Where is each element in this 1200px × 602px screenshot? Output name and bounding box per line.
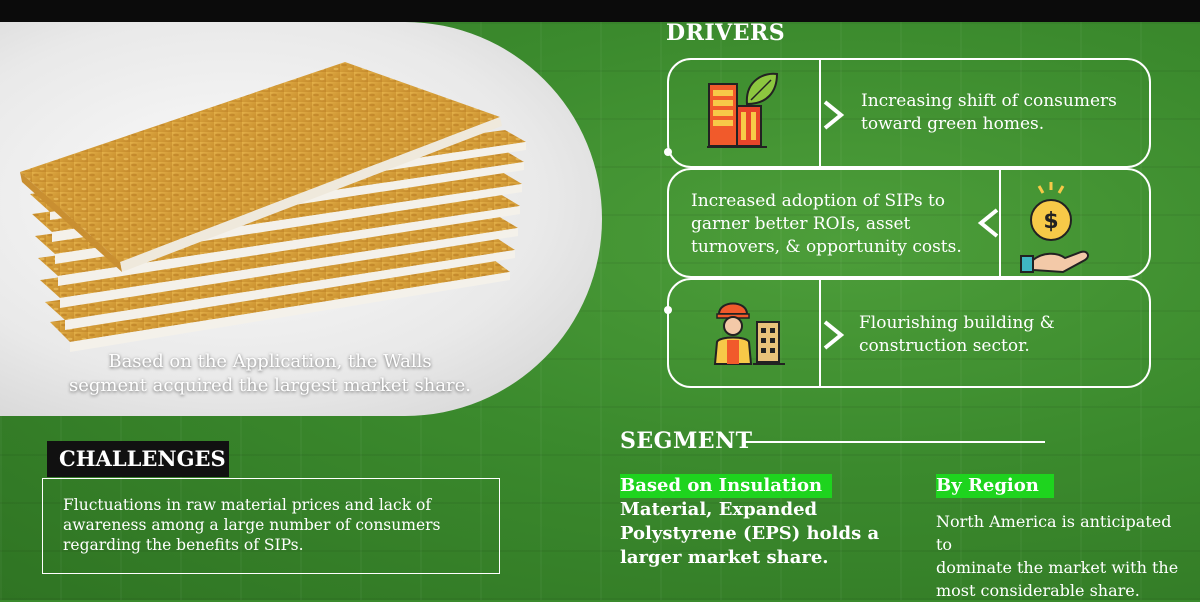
caption-line: segment acquired the largest market shar… bbox=[69, 375, 471, 396]
driver-card-construction: Flourishing building & construction sect… bbox=[664, 278, 1151, 388]
driver-text-line: garner better ROIs, asset bbox=[691, 214, 911, 234]
driver-divider bbox=[999, 170, 1001, 276]
driver-card-sip-adoption: Increased adoption of SIPs to garner bet… bbox=[667, 168, 1151, 278]
highlight-bar bbox=[936, 474, 1054, 498]
top-bar bbox=[0, 0, 1200, 22]
segment-insulation-line: Based on Insulation bbox=[620, 475, 823, 496]
driver-text-line: construction sector. bbox=[859, 336, 1030, 356]
driver-text-line: turnovers, & opportunity costs. bbox=[691, 237, 962, 257]
driver-text: Increasing shift of consumers toward gre… bbox=[861, 90, 1141, 136]
driver-text: Flourishing building & construction sect… bbox=[859, 312, 1139, 358]
highlight-bar bbox=[620, 474, 832, 498]
driver-text-line: Increased adoption of SIPs to bbox=[691, 191, 946, 211]
construction-worker-icon bbox=[713, 302, 785, 365]
product-panel: Based on the Application, the Walls segm… bbox=[0, 22, 602, 416]
challenges-text-line: regarding the benefits of SIPs. bbox=[63, 536, 304, 554]
product-caption: Based on the Application, the Walls segm… bbox=[0, 350, 550, 398]
svg-text:$: $ bbox=[1043, 209, 1058, 234]
segment-insulation-text: Based on Insulation Material, Expanded P… bbox=[620, 474, 880, 570]
board-stack bbox=[20, 62, 526, 352]
segment-region: By Region North America is anticipated t… bbox=[936, 474, 1186, 602]
segment-divider bbox=[745, 441, 1045, 443]
driver-text-line: Increasing shift of consumers bbox=[861, 91, 1117, 111]
challenges-text: Fluctuations in raw material prices and … bbox=[63, 495, 473, 555]
segment-insulation-line: Polystyrene (EPS) holds a bbox=[620, 523, 880, 544]
green-building-icon bbox=[707, 72, 779, 148]
challenges-title: CHALLENGES bbox=[47, 441, 229, 477]
driver-text-line: toward green homes. bbox=[861, 114, 1045, 134]
segment-insulation: Based on Insulation Material, Expanded P… bbox=[620, 474, 880, 570]
connector-dot bbox=[664, 306, 672, 314]
challenges-box: Fluctuations in raw material prices and … bbox=[42, 478, 500, 574]
challenges-text-line: Fluctuations in raw material prices and … bbox=[63, 496, 432, 514]
sip-panels-illustration bbox=[20, 62, 526, 352]
segment-region-line: dominate the market with the bbox=[936, 558, 1179, 577]
challenges-text-line: awareness among a large number of consum… bbox=[63, 516, 441, 534]
money-hand-icon: $ bbox=[1020, 182, 1089, 274]
segment-title: SEGMENT bbox=[620, 428, 753, 454]
segment-region-text: North America is anticipated to dominate… bbox=[936, 510, 1186, 602]
connector-dot bbox=[664, 148, 672, 156]
chevron-left-icon bbox=[977, 208, 999, 238]
driver-divider bbox=[819, 280, 821, 386]
chevron-right-icon bbox=[823, 100, 845, 130]
driver-divider bbox=[819, 60, 821, 166]
segment-insulation-line: Material, Expanded bbox=[620, 499, 818, 520]
driver-text-line: Flourishing building & bbox=[859, 313, 1055, 333]
segment-region-line: North America is anticipated to bbox=[936, 512, 1172, 554]
segment-region-heading: By Region bbox=[936, 475, 1039, 496]
caption-line: Based on the Application, the Walls bbox=[108, 351, 432, 372]
driver-card-green-homes: Increasing shift of consumers toward gre… bbox=[664, 58, 1151, 168]
chevron-right-icon bbox=[823, 320, 845, 350]
drivers-title: DRIVERS bbox=[666, 20, 786, 46]
segment-region-line: most considerable share. bbox=[936, 581, 1140, 600]
driver-text: Increased adoption of SIPs to garner bet… bbox=[691, 190, 981, 259]
segment-insulation-line: larger market share. bbox=[620, 547, 829, 568]
